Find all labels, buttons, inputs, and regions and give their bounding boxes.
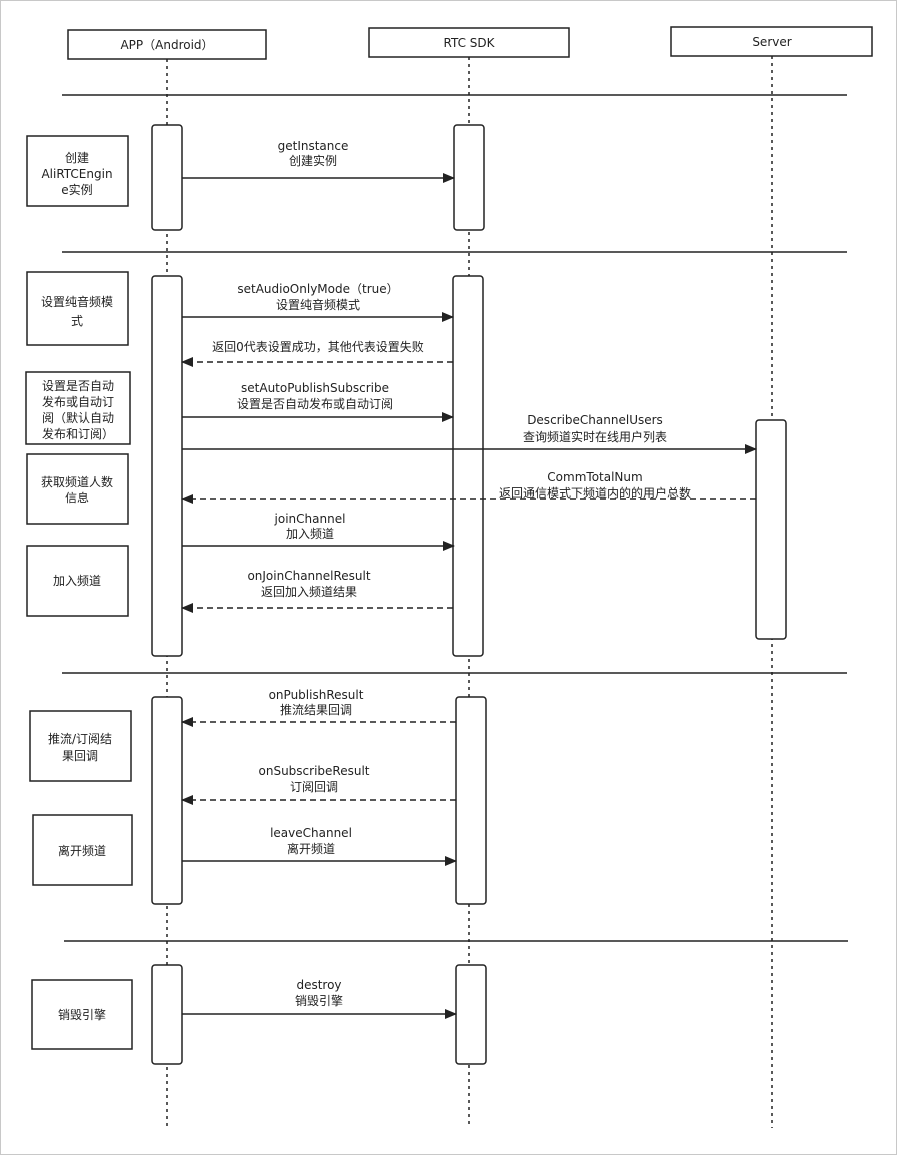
- activation-bar: [151, 964, 183, 1065]
- message-label: 返回通信模式下频道内的的用户总数: [499, 485, 691, 500]
- message-label: onSubscribeResult: [259, 764, 370, 778]
- participant-label: APP（Android）: [120, 38, 213, 52]
- message-setautopublish: setAutoPublishSubscribe 设置是否自动发布或自动订阅: [182, 381, 454, 422]
- participant-app: APP（Android）: [67, 29, 267, 60]
- note-line: 获取频道人数: [41, 474, 113, 489]
- participant-label: Server: [752, 35, 791, 49]
- participant-label: RTC SDK: [443, 36, 495, 50]
- message-label: 订阅回调: [290, 780, 338, 794]
- message-setaudioonly: setAudioOnlyMode（true） 设置纯音频模式: [182, 282, 454, 322]
- note-leave: 离开频道: [32, 814, 133, 886]
- note-line: 式: [71, 314, 83, 328]
- participant-server: Server: [670, 26, 873, 57]
- note-line: 阅（默认自动: [42, 410, 114, 425]
- message-label: 设置是否自动发布或自动订阅: [237, 396, 393, 411]
- message-label: setAudioOnlyMode（true）: [237, 282, 398, 296]
- activation-bar: [755, 419, 787, 640]
- note-line: 发布或自动订: [42, 394, 114, 409]
- message-commtotalnum: CommTotalNum 返回通信模式下频道内的的用户总数: [181, 470, 756, 504]
- message-label: 创建实例: [289, 153, 337, 168]
- message-label: onJoinChannelResult: [247, 569, 370, 583]
- note-line: 创建: [65, 151, 89, 165]
- note-create: 创建 AliRTCEngin e实例: [26, 135, 129, 207]
- message-joinchannel: joinChannel 加入频道: [182, 512, 455, 551]
- activation-bar: [452, 275, 484, 657]
- message-return0: 返回0代表设置成功，其他代表设置失败: [181, 339, 453, 367]
- note-line: e实例: [61, 182, 92, 197]
- message-label: 销毁引擎: [295, 993, 343, 1008]
- message-label: leaveChannel: [270, 826, 352, 840]
- activation-bar: [453, 124, 485, 231]
- message-describechannelusers: DescribeChannelUsers 查询频道实时在线用户列表: [182, 413, 757, 454]
- note-user-count: 获取频道人数 信息: [26, 453, 129, 525]
- message-label: 加入频道: [286, 527, 334, 541]
- note-auto-publish: 设置是否自动 发布或自动订 阅（默认自动 发布和订阅）: [25, 371, 131, 445]
- message-label: CommTotalNum: [547, 470, 642, 484]
- note-line: 加入频道: [53, 574, 101, 588]
- note-join: 加入频道: [26, 545, 129, 617]
- message-label: 设置纯音频模式: [276, 297, 360, 312]
- message-label: destroy: [296, 978, 341, 992]
- note-publish-result: 推流/订阅结 果回调: [29, 710, 132, 782]
- activation-bar: [455, 964, 487, 1065]
- note-line: 设置是否自动: [42, 379, 114, 393]
- message-label: 离开频道: [287, 841, 335, 856]
- note-line: 推流/订阅结: [48, 732, 112, 746]
- message-label: DescribeChannelUsers: [527, 413, 663, 427]
- message-label: getInstance: [278, 139, 349, 153]
- note-line: 果回调: [62, 749, 98, 763]
- message-label: 返回加入频道结果: [261, 585, 357, 599]
- participant-sdk: RTC SDK: [368, 27, 570, 58]
- message-onpublishresult: onPublishResult 推流结果回调: [181, 688, 456, 727]
- message-leavechannel: leaveChannel 离开频道: [182, 826, 457, 866]
- note-line: 设置纯音频模: [41, 294, 113, 309]
- note-line: 信息: [65, 490, 89, 505]
- message-destroy: destroy 销毁引擎: [182, 978, 457, 1019]
- note-destroy: 销毁引擎: [31, 979, 133, 1050]
- message-label: joinChannel: [274, 512, 346, 526]
- note-line: AliRTCEngin: [41, 167, 112, 181]
- message-onsubscriberesult: onSubscribeResult 订阅回调: [181, 764, 456, 805]
- note-audio-only: 设置纯音频模 式: [26, 271, 129, 346]
- message-onjoinchannelresult: onJoinChannelResult 返回加入频道结果: [181, 569, 453, 613]
- activation-bar: [151, 124, 183, 231]
- message-label: 查询频道实时在线用户列表: [523, 429, 667, 444]
- activation-bar: [455, 696, 487, 905]
- note-line: 发布和订阅）: [42, 426, 114, 441]
- note-line: 离开频道: [58, 843, 106, 858]
- message-getinstance: getInstance 创建实例: [182, 139, 455, 183]
- message-label: 推流结果回调: [280, 703, 352, 717]
- activation-bar: [151, 696, 183, 905]
- message-label: onPublishResult: [269, 688, 364, 702]
- note-line: 销毁引擎: [58, 1007, 106, 1022]
- message-label: setAutoPublishSubscribe: [241, 381, 389, 395]
- activation-bar: [151, 275, 183, 657]
- message-label: 返回0代表设置成功，其他代表设置失败: [212, 339, 424, 354]
